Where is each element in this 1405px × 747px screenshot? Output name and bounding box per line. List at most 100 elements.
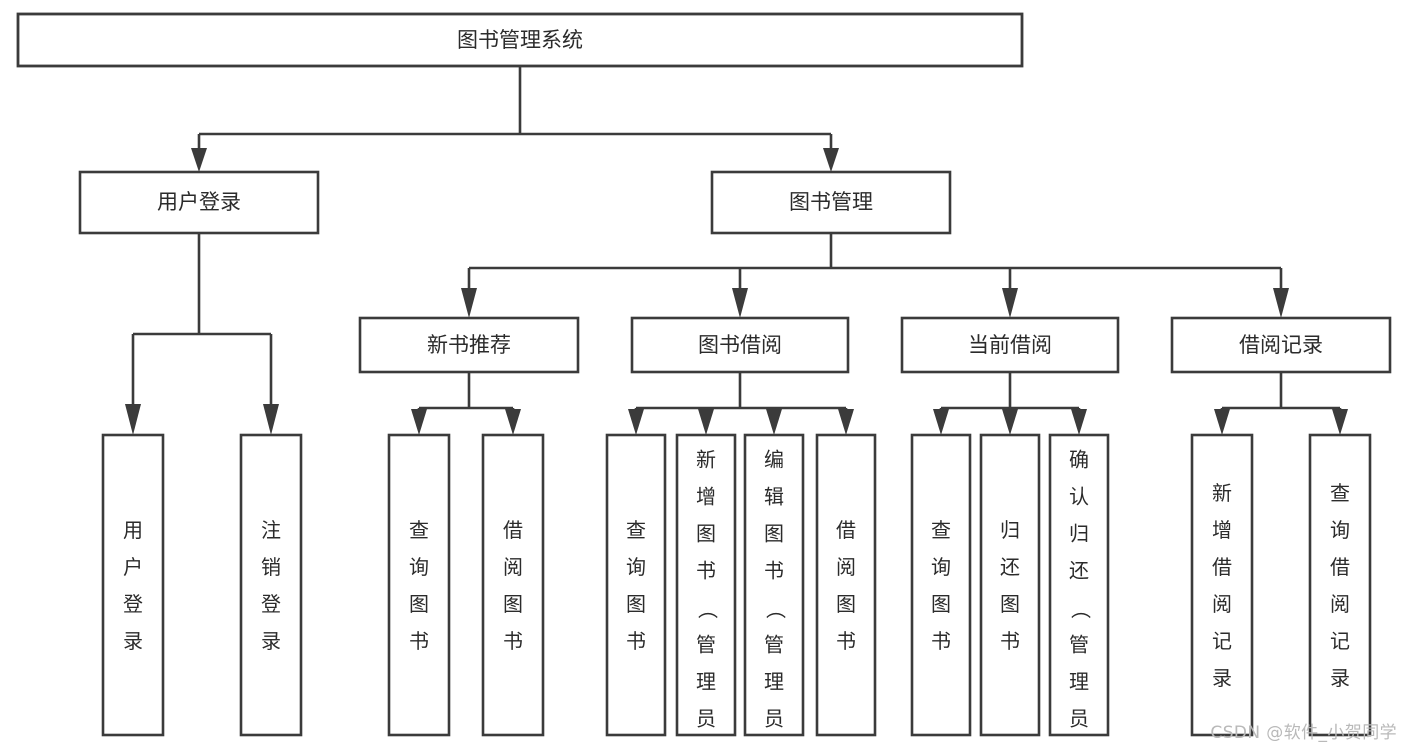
arrow-to-leaf-current-borrow-0	[933, 409, 949, 435]
node-new-book-recommend[interactable]: 新书推荐	[358, 316, 580, 374]
svg-text:理: 理	[1069, 670, 1089, 694]
leaf-new-book-1-box[interactable]	[481, 433, 545, 737]
svg-text:图: 图	[409, 592, 429, 616]
leaf-current-borrow-0[interactable]	[910, 433, 972, 737]
svg-text:新: 新	[1212, 481, 1232, 505]
svg-text:管: 管	[764, 633, 784, 657]
leaf-book-borrow-0[interactable]	[605, 433, 667, 737]
node-current-borrow[interactable]: 当前借阅	[900, 316, 1120, 374]
node-book-management[interactable]: 图书管理	[710, 170, 952, 235]
svg-text:记: 记	[1212, 629, 1232, 653]
arrow-to-leaf-user-login-1	[263, 404, 279, 435]
node-user-login-box[interactable]	[78, 170, 320, 235]
svg-text:图: 图	[626, 592, 646, 616]
svg-text:阅: 阅	[836, 555, 856, 579]
arrow-to-user-login	[191, 148, 207, 172]
svg-text:借: 借	[1330, 555, 1350, 579]
svg-text:员: 员	[1069, 707, 1089, 731]
svg-text:阅: 阅	[503, 555, 523, 579]
arrow-to-leaf-book-borrow-2	[766, 409, 782, 435]
leaf-current-borrow-1[interactable]	[979, 433, 1041, 737]
svg-text:（: （	[1069, 599, 1093, 619]
arrow-to-leaf-user-login-0	[125, 404, 141, 435]
leaf-new-book-0[interactable]	[387, 433, 451, 737]
arrow-to-leaf-current-borrow-1	[1002, 409, 1018, 435]
node-root[interactable]: 图书管理系统	[16, 12, 1024, 68]
leaf-user-login-1-box[interactable]	[239, 433, 303, 737]
svg-text:编: 编	[764, 448, 784, 472]
leaf-user-login-0-box[interactable]	[101, 433, 165, 737]
leaf-borrow-record-1-box[interactable]	[1308, 433, 1372, 737]
arrow-to-new-book	[461, 288, 477, 318]
svg-text:（: （	[764, 599, 788, 619]
leaf-book-borrow-1-box[interactable]	[675, 433, 737, 737]
svg-text:录: 录	[1212, 666, 1232, 690]
leaf-borrow-record-0[interactable]	[1190, 433, 1254, 737]
svg-text:书: 书	[626, 629, 646, 653]
node-user-login-label: 用户登录	[157, 190, 241, 214]
svg-text:阅: 阅	[1212, 592, 1232, 616]
svg-text:书: 书	[764, 559, 784, 583]
svg-text:还: 还	[1069, 559, 1089, 583]
leaf-current-borrow-2-box[interactable]	[1048, 433, 1110, 737]
svg-text:新: 新	[696, 448, 716, 472]
leaf-new-book-0-box[interactable]	[387, 433, 451, 737]
node-root-box[interactable]	[16, 12, 1024, 68]
node-user-login[interactable]: 用户登录	[78, 170, 320, 235]
leaf-book-borrow-3-box[interactable]	[815, 433, 877, 737]
leaf-book-borrow-1[interactable]	[675, 433, 737, 737]
svg-text:归: 归	[1069, 522, 1089, 546]
svg-text:登: 登	[123, 592, 143, 616]
svg-text:书: 书	[836, 629, 856, 653]
connector-layer	[125, 66, 1348, 435]
arrow-to-leaf-book-borrow-0	[628, 409, 644, 435]
arrow-to-borrow-record	[1273, 288, 1289, 318]
leaf-borrow-record-1[interactable]	[1308, 433, 1372, 737]
node-root-label: 图书管理系统	[457, 28, 583, 52]
leaf-borrow-record-0-box[interactable]	[1190, 433, 1254, 737]
svg-text:书: 书	[696, 559, 716, 583]
svg-text:还: 还	[1000, 555, 1020, 579]
leaf-new-book-1[interactable]	[481, 433, 545, 737]
node-borrow-record[interactable]: 借阅记录	[1170, 316, 1392, 374]
node-borrow-record-label: 借阅记录	[1239, 333, 1323, 357]
node-new-book-recommend-box[interactable]	[358, 316, 580, 374]
node-book-borrow[interactable]: 图书借阅	[630, 316, 850, 374]
svg-text:注: 注	[261, 518, 281, 542]
node-book-borrow-label: 图书借阅	[698, 333, 782, 357]
arrow-to-leaf-new-book-0	[411, 409, 427, 435]
leaf-user-login-1[interactable]	[239, 433, 303, 737]
node-book-borrow-box[interactable]	[630, 316, 850, 374]
node-book-management-box[interactable]	[710, 170, 952, 235]
arrow-to-leaf-borrow-record-0	[1214, 409, 1230, 435]
leaf-user-login-0-label: 用户登录	[123, 518, 143, 653]
svg-text:书: 书	[931, 629, 951, 653]
leaf-book-borrow-0-box[interactable]	[605, 433, 667, 737]
node-borrow-record-box[interactable]	[1170, 316, 1392, 374]
svg-text:（: （	[696, 599, 720, 619]
svg-text:借: 借	[836, 518, 856, 542]
leaf-current-borrow-2[interactable]	[1048, 433, 1110, 737]
leaf-book-borrow-2[interactable]	[743, 433, 805, 737]
node-current-borrow-box[interactable]	[900, 316, 1120, 374]
leaf-current-borrow-1-box[interactable]	[979, 433, 1041, 737]
svg-text:询: 询	[931, 555, 951, 579]
svg-text:管: 管	[696, 633, 716, 657]
leaf-book-borrow-2-box[interactable]	[743, 433, 805, 737]
svg-text:借: 借	[1212, 555, 1232, 579]
svg-text:书: 书	[409, 629, 429, 653]
svg-text:录: 录	[261, 629, 281, 653]
node-book-management-label: 图书管理	[789, 190, 873, 214]
svg-text:录: 录	[1330, 666, 1350, 690]
csdn-watermark: CSDN @软件_小贺同学	[1210, 723, 1397, 743]
leaf-text-layer: 用户登录注销登录查询图书借阅图书查询图书新增图书（管理员）编辑图书（管理员）借阅…	[123, 448, 1350, 731]
leaf-current-borrow-0-box[interactable]	[910, 433, 972, 737]
leaf-user-login-0[interactable]	[101, 433, 165, 737]
leaf-book-borrow-3[interactable]	[815, 433, 877, 737]
